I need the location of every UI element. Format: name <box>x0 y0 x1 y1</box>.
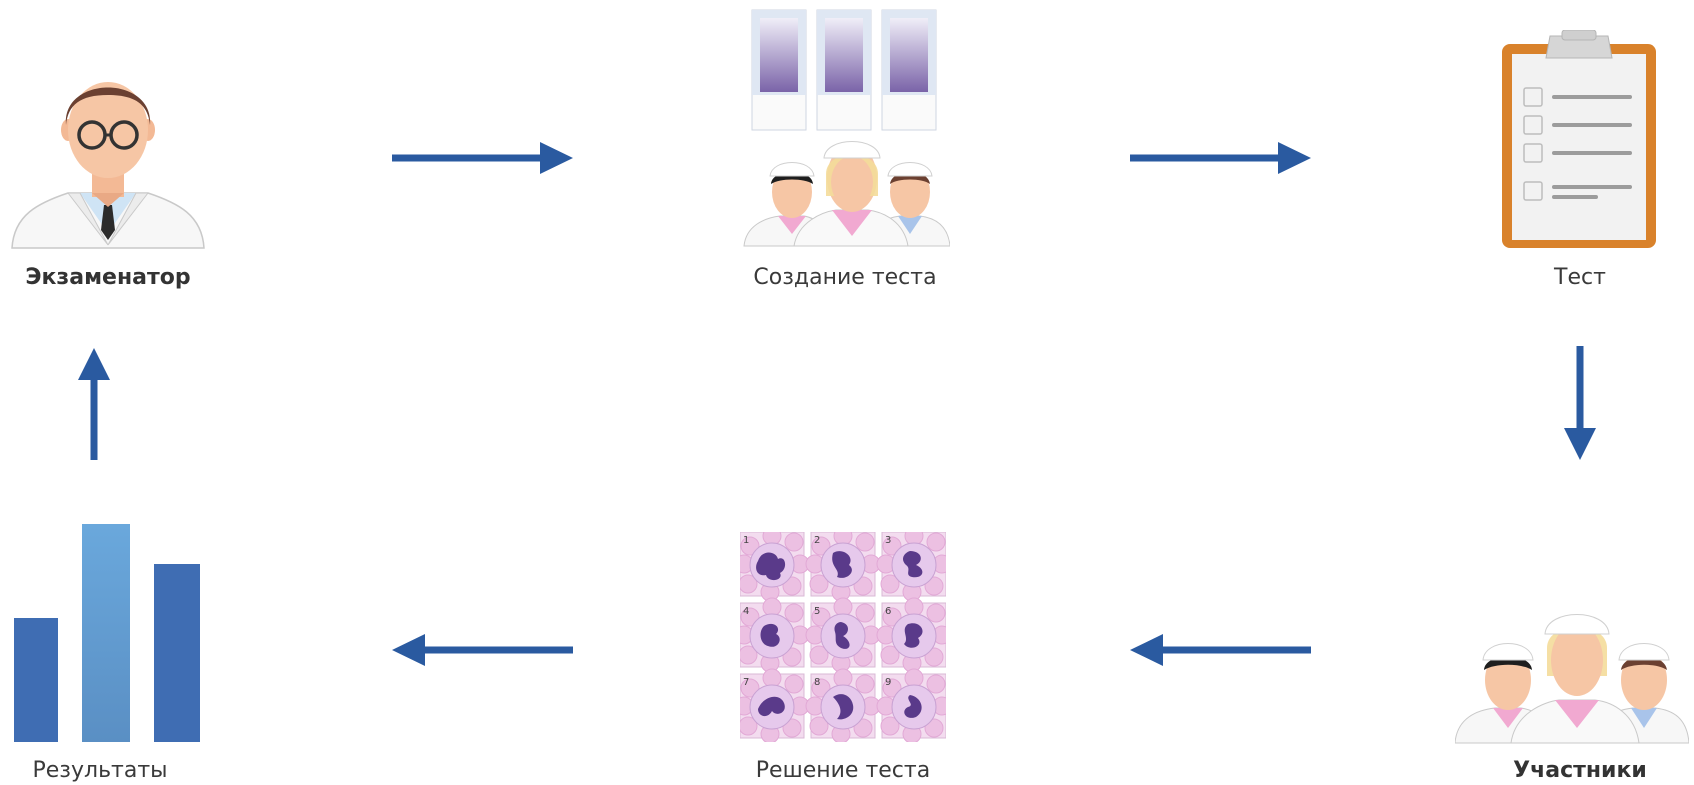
bar-chart-icon <box>14 524 200 742</box>
results-label: Результаты <box>32 758 168 783</box>
cell-tile: 6 <box>876 597 946 673</box>
bar-middle <box>82 524 130 742</box>
cell-tile: 4 <box>740 597 810 673</box>
solve-test-node: 1 2 3 4 5 6 7 8 9 <box>740 532 946 742</box>
examiner-node <box>8 55 208 250</box>
participants-label: Участники <box>1513 758 1647 783</box>
cell-number: 4 <box>743 606 749 617</box>
arrow-create-to-test <box>1130 142 1311 174</box>
arrow-test-to-participants <box>1564 346 1596 460</box>
cell-number: 7 <box>743 677 749 688</box>
cell-tile: 3 <box>876 532 946 602</box>
bar-left <box>14 618 58 742</box>
arrow-examiner-to-create <box>392 142 573 174</box>
cell-tile: 7 <box>740 668 810 742</box>
cell-number: 6 <box>885 606 891 617</box>
cell-number: 8 <box>814 677 820 688</box>
cell-number: 2 <box>814 535 820 546</box>
cell-tile: 8 <box>805 668 881 742</box>
examiner-label: Экзаменатор <box>25 265 191 290</box>
test-node <box>1500 30 1660 250</box>
team-icon <box>1455 614 1689 744</box>
bar-right <box>154 564 200 742</box>
create-test-label: Создание теста <box>753 265 937 290</box>
cell-number: 1 <box>743 535 749 546</box>
cell-tile: 9 <box>876 668 946 742</box>
cell-tile: 2 <box>805 532 881 602</box>
solve-test-label: Решение теста <box>755 758 931 783</box>
test-label: Тест <box>1554 265 1606 290</box>
cell-tile: 5 <box>805 597 881 673</box>
arrow-participants-to-solve <box>1130 634 1311 666</box>
cell-number: 3 <box>885 535 891 546</box>
cell-number: 5 <box>814 606 820 617</box>
clipboard-icon <box>1502 30 1656 248</box>
cell-tile: 1 <box>740 532 810 602</box>
arrow-solve-to-results <box>392 634 573 666</box>
arrow-results-to-examiner <box>78 348 110 460</box>
doctor-icon <box>11 82 205 249</box>
results-node <box>12 522 202 742</box>
create-test-node <box>740 8 950 248</box>
cell-grid-icon: 1 2 3 4 5 6 7 8 9 <box>740 532 946 742</box>
cell-number: 9 <box>885 677 891 688</box>
slides-and-team-icon <box>743 9 950 247</box>
participants-node <box>1455 600 1689 745</box>
